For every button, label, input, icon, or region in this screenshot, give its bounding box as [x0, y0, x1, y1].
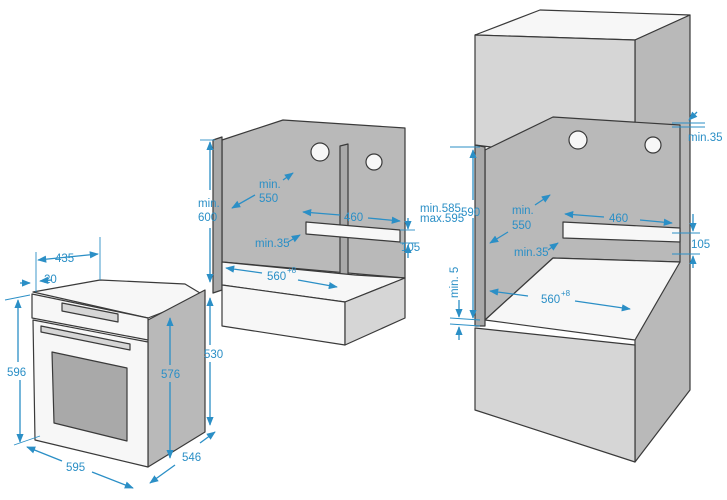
dim-tall-top-gap: min.35	[688, 132, 723, 144]
dim-oven-height: 596	[7, 367, 26, 379]
tall-lower-box	[474, 327, 636, 463]
dim-oven-width: 595	[66, 462, 85, 474]
tall-vent-hole-side	[644, 136, 662, 154]
oven-dimensions: 435 20 596 576 530 595 546	[4, 237, 223, 489]
dim-tall-niche-height: 590	[461, 207, 480, 219]
cabinet-back-wall	[221, 119, 406, 279]
dim-tall-width: 560	[541, 294, 560, 306]
dim-tall-bottom-gap: min. 5	[449, 267, 461, 298]
dim-uc-vent-height: 105	[401, 242, 420, 254]
dim-oven-front-panel: 20	[44, 274, 57, 286]
cabinet-vent-hole	[310, 142, 330, 162]
dim-tall-niche-max: max.595	[420, 213, 464, 225]
dim-uc-height-min: min.	[198, 198, 220, 210]
oven-handle	[40, 325, 131, 351]
dim-oven-side-height: 576	[161, 369, 180, 381]
tall-cabinet-dimensions: min.35 min.585 max.595 590 min. 550 460 …	[420, 111, 723, 340]
oven-window	[51, 351, 128, 442]
dim-tall-depth: 550	[512, 220, 531, 232]
dim-tall-depth-min: min.	[512, 205, 534, 217]
under-counter-cabinet	[212, 119, 406, 346]
dim-tall-vent-width: 460	[609, 213, 628, 225]
dim-tall-width-tolerance: +8	[561, 289, 571, 298]
dim-tall-gap: min.35	[514, 247, 549, 259]
tall-vent-hole	[568, 130, 588, 150]
dim-uc-depth: 550	[259, 193, 278, 205]
dim-uc-vent-width: 460	[344, 212, 363, 224]
cabinet-vent-slot	[305, 221, 401, 243]
dim-oven-depth: 546	[182, 452, 201, 464]
cabinet-base-side	[344, 277, 406, 346]
tall-niche-floor	[484, 257, 681, 341]
oven-display	[61, 302, 119, 323]
dim-tall-vent-height: 105	[691, 239, 710, 251]
oven-illustration	[31, 279, 206, 468]
dim-uc-width-tolerance: +8	[287, 266, 297, 275]
tall-vent-slot	[562, 221, 681, 243]
under-counter-dimensions: min. 600 min. 550 460 105 min.35 560 +8	[198, 139, 420, 290]
tall-niche-left-panel	[474, 144, 486, 327]
dim-uc-depth-min: min.	[259, 179, 281, 191]
tall-cabinet	[474, 9, 691, 463]
dim-uc-height: 600	[198, 212, 217, 224]
dim-oven-inner-height: 530	[204, 349, 223, 361]
dim-uc-gap: min.35	[255, 238, 290, 250]
cabinet-vent-hole-side	[365, 153, 383, 171]
dim-tall-niche-min: min.585	[420, 203, 461, 215]
dim-uc-width: 560	[267, 271, 286, 283]
dim-oven-depth-total: 435	[55, 253, 74, 265]
